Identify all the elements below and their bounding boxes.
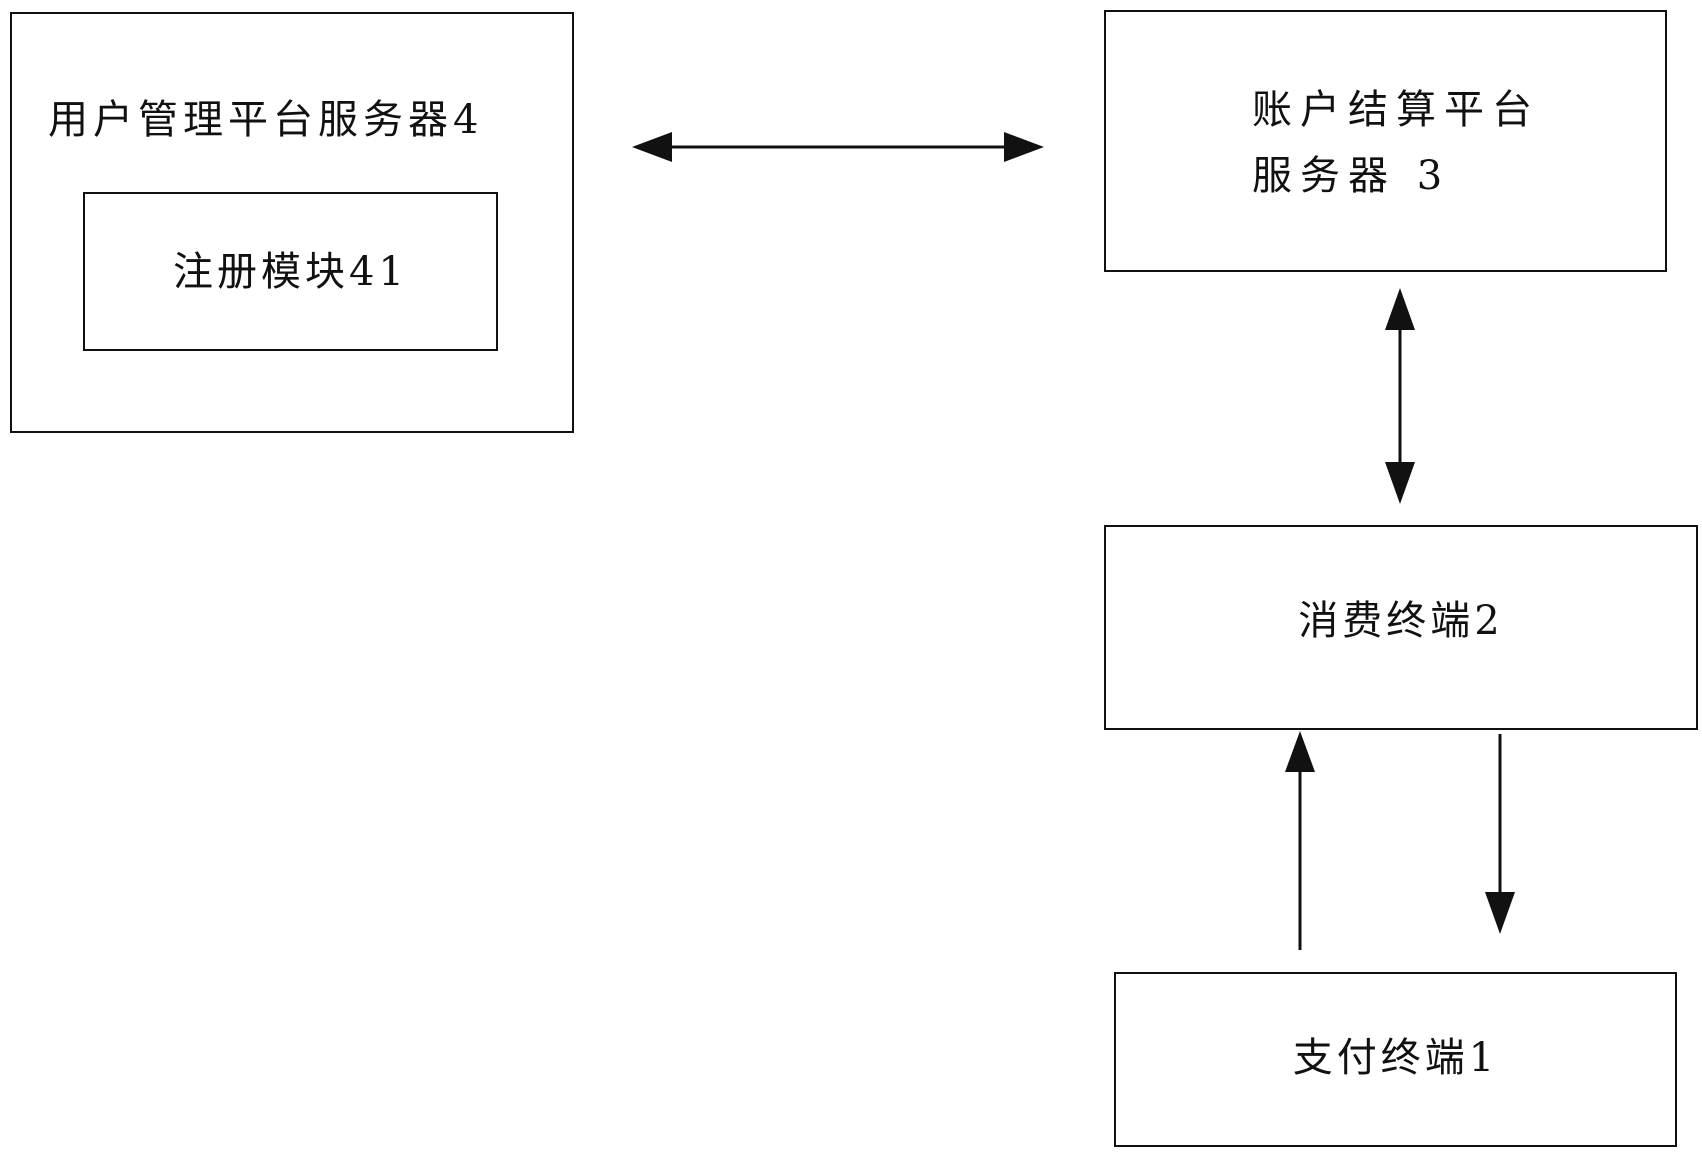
- arrowhead-up-consumer: [1285, 731, 1315, 772]
- arrowhead-left: [632, 132, 672, 162]
- arrowhead-down-consumer: [1385, 462, 1415, 504]
- arrowhead-down-payment: [1485, 892, 1515, 934]
- arrowhead-up-settlement: [1385, 288, 1415, 330]
- arrowhead-right: [1004, 132, 1044, 162]
